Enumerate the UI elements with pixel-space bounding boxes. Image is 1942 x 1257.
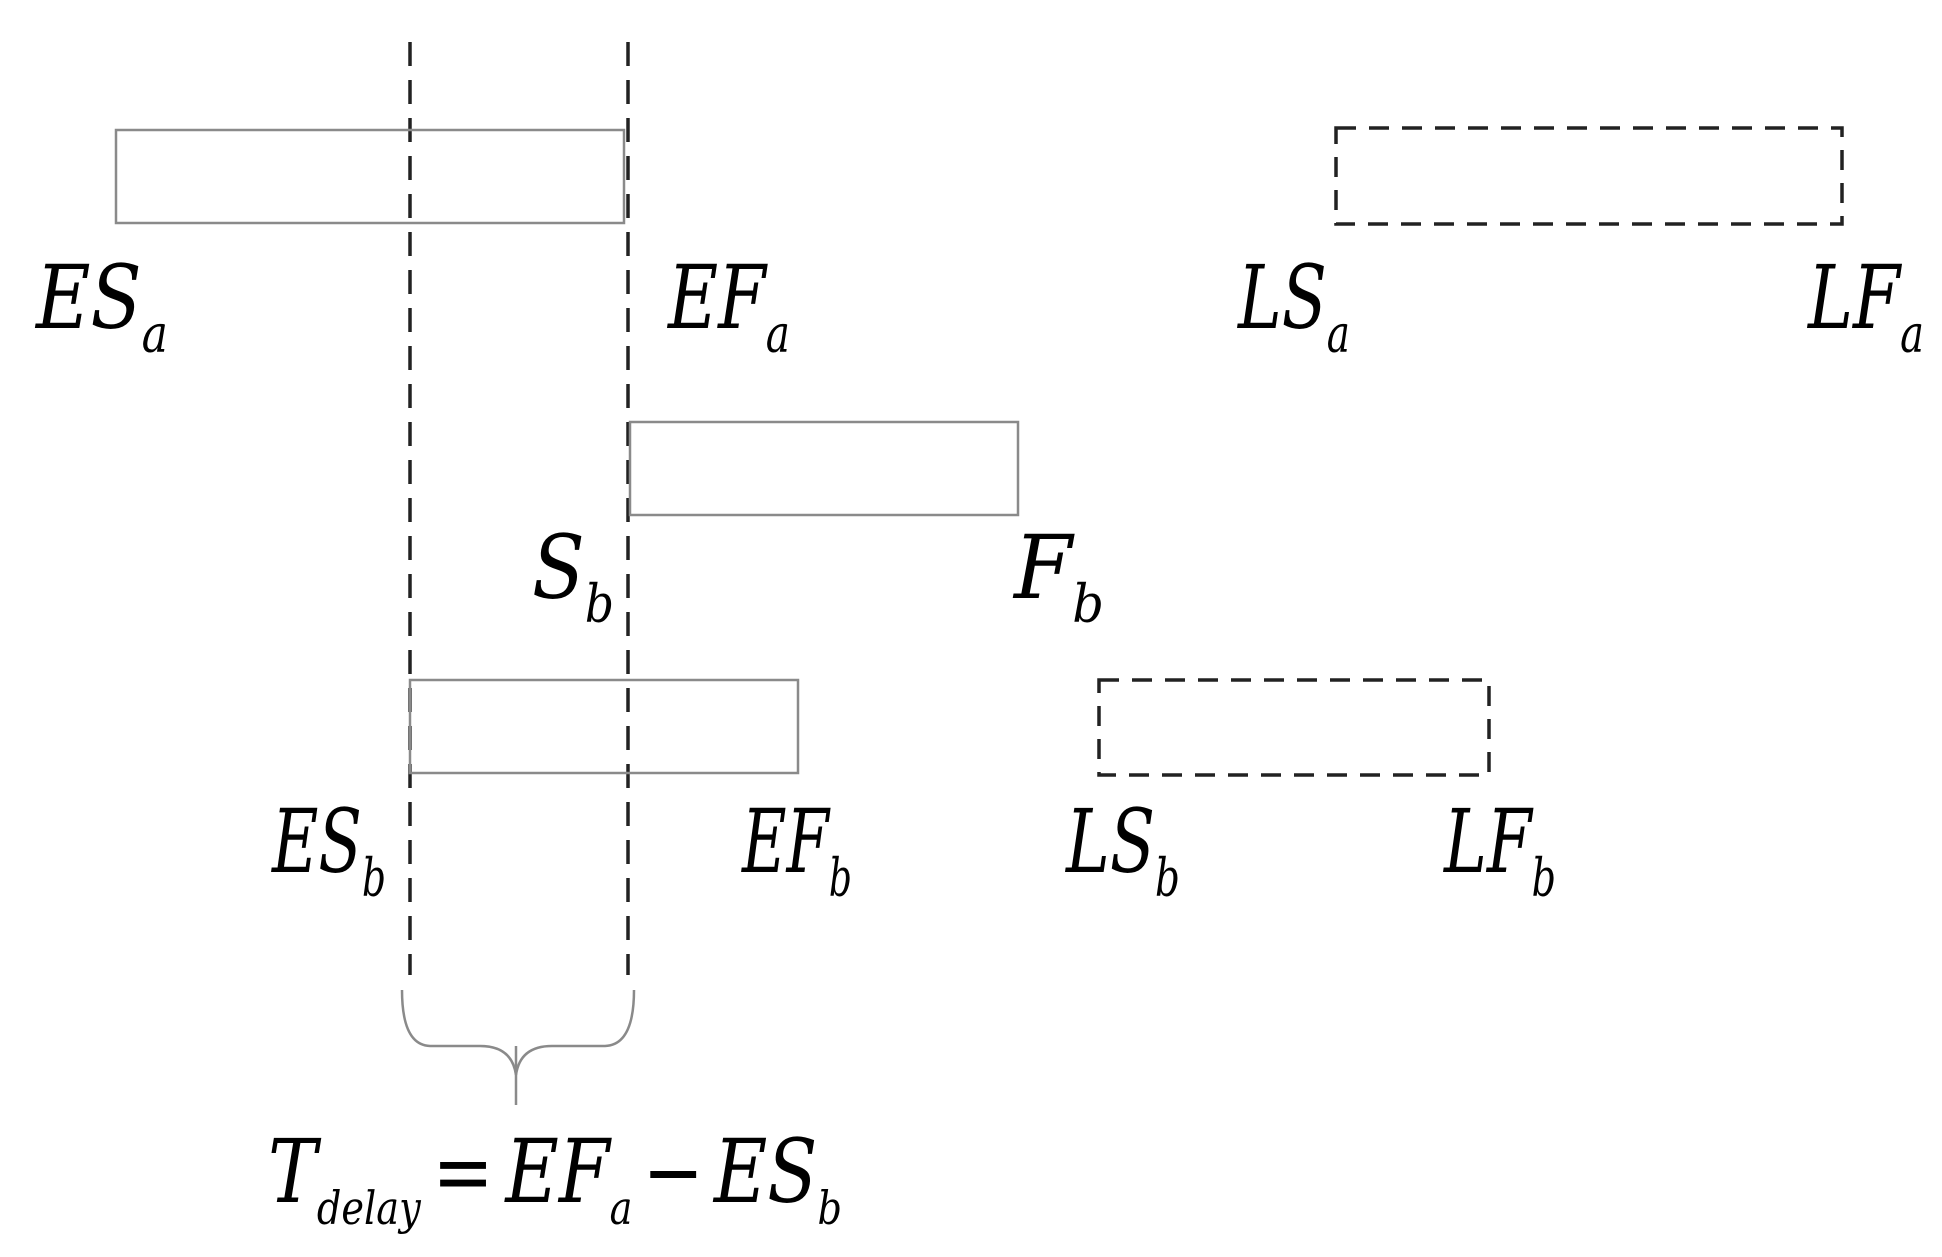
delay-brace xyxy=(400,989,636,1076)
label-ef-b: EFb xyxy=(741,790,852,909)
activity-a-late-bar xyxy=(1334,126,1844,226)
label-es-a: ESa xyxy=(34,246,168,365)
label-s-b: Sb xyxy=(532,516,614,635)
activity-a-early-bar xyxy=(114,128,626,225)
activity-b-early-bar xyxy=(408,678,800,775)
label-ls-b: LSb xyxy=(1065,790,1180,909)
label-ef-a: EFa xyxy=(666,246,790,365)
label-ls-a: LSa xyxy=(1237,246,1350,365)
activity-b-late-bar xyxy=(1097,678,1491,777)
label-es-b: ESb xyxy=(271,790,386,909)
label-f-b: Fb xyxy=(1012,516,1104,635)
label-lf-a: LFa xyxy=(1806,246,1924,365)
activity-b-actual-bar xyxy=(628,420,1020,517)
delay-equation: Tdelay=EFa−ESb xyxy=(268,1120,842,1235)
label-lf-b: LFb xyxy=(1443,790,1556,909)
